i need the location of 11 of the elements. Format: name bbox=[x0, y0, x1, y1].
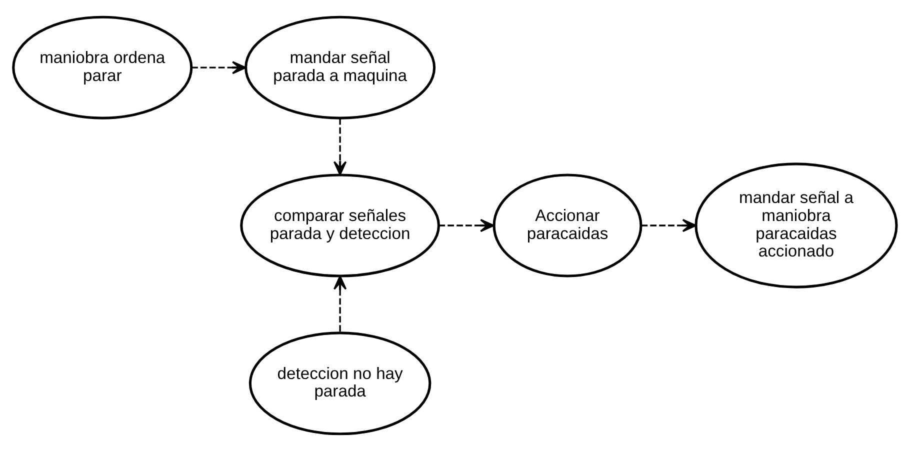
node-ellipse: mandar señal parada a maquina bbox=[244, 15, 436, 119]
arrow bbox=[641, 218, 697, 232]
arrow bbox=[438, 218, 494, 232]
arrow bbox=[333, 118, 347, 175]
node-ellipse: maniobra ordena parar bbox=[12, 15, 193, 119]
arrow bbox=[333, 275, 347, 332]
arrow bbox=[192, 60, 246, 74]
node-ellipse: mandar señal a maniobra paracaidas accionado bbox=[694, 162, 898, 288]
node-ellipse: comparar señales parada y deteccion bbox=[240, 173, 440, 277]
node-ellipse: Accionar paracaidas bbox=[492, 173, 642, 277]
node-ellipse: deteccion no hay parada bbox=[248, 331, 432, 435]
